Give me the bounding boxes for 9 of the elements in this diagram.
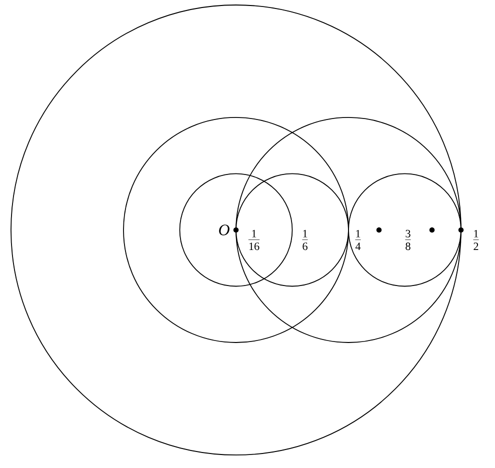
- circle: [236, 173, 349, 287]
- circle: [348, 173, 462, 287]
- point-label: $\frac{1}{16}$: [248, 230, 260, 250]
- point-label: $O$: [219, 224, 230, 236]
- circle: [179, 173, 293, 287]
- point-label: $\frac{3}{8}$: [405, 230, 411, 250]
- point-label: $\frac{1}{2}$: [473, 230, 479, 250]
- point-label: $\frac{1}{6}$: [302, 230, 308, 250]
- point-label: $\frac{1}{4}$: [355, 230, 361, 250]
